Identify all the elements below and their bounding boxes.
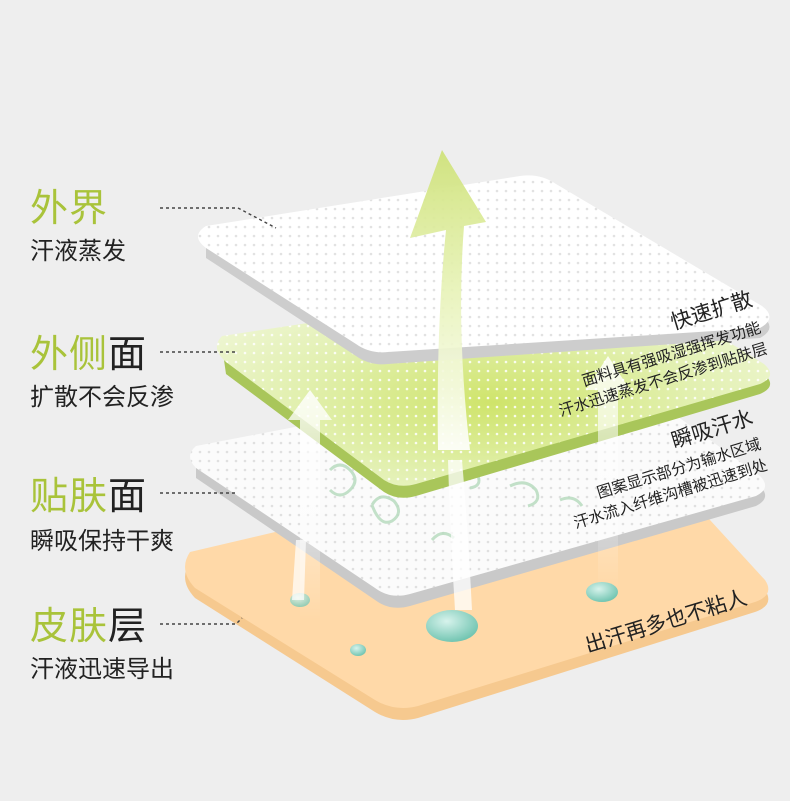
sweat-drop-icon bbox=[350, 644, 366, 656]
sweat-drop-icon bbox=[426, 610, 478, 642]
